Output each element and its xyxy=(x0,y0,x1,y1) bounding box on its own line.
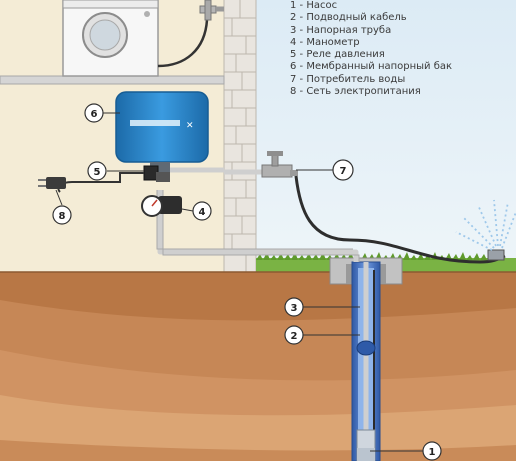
washing-machine-hose xyxy=(157,19,209,68)
legend-item-6: 6 - Мембранный напорный бак xyxy=(290,61,453,73)
callout-4-label: 4 xyxy=(199,207,206,218)
callout-1: 1 xyxy=(422,441,442,461)
legend-item-2: 2 - Подводный кабель xyxy=(290,12,407,24)
sprinkler-icon xyxy=(455,199,516,261)
garden-hose xyxy=(294,175,506,264)
legend-item-5: 5 - Реле давления xyxy=(290,49,385,61)
callout-4: 4 xyxy=(192,201,212,221)
legend-item-4: 4 - Манометр xyxy=(290,36,360,48)
legend-item-1: 1 - Насос xyxy=(290,0,338,11)
callout-8: 8 xyxy=(52,205,72,225)
legend-item-3: 3 - Напорная труба xyxy=(290,24,392,36)
callout-2: 2 xyxy=(284,325,304,345)
callout-3-label: 3 xyxy=(291,303,298,314)
submersible-pump-icon xyxy=(356,429,376,461)
callout-7-label: 7 xyxy=(340,166,347,177)
callout-8-label: 8 xyxy=(59,211,66,222)
cable-clip-icon xyxy=(356,340,376,356)
wall-tap-top-icon xyxy=(199,0,224,21)
svg-text:✕: ✕ xyxy=(186,121,194,131)
callout-2-label: 2 xyxy=(291,331,298,342)
callout-3: 3 xyxy=(284,297,304,317)
callout-1-label: 1 xyxy=(429,447,436,458)
legend-item-7: 7 - Потребитель воды xyxy=(290,73,406,85)
pressure-gauge-icon xyxy=(141,195,182,217)
ground-layers xyxy=(0,271,516,461)
callout-6-label: 6 xyxy=(91,109,98,120)
brick-wall xyxy=(223,0,257,272)
callout-6: 6 xyxy=(84,103,104,123)
power-cord-icon xyxy=(38,172,144,193)
legend: 1 - Насос 2 - Подводный кабель 3 - Напор… xyxy=(290,0,516,98)
membrane-tank-icon: ✕ xyxy=(115,91,209,172)
callout-5: 5 xyxy=(87,161,107,181)
shelf xyxy=(0,75,225,85)
outdoor-tap-icon xyxy=(261,151,298,178)
callout-5-label: 5 xyxy=(94,167,101,178)
legend-item-8: 8 - Сеть электропитания xyxy=(290,86,421,98)
callout-7: 7 xyxy=(332,159,354,181)
washing-machine-icon xyxy=(62,0,159,77)
